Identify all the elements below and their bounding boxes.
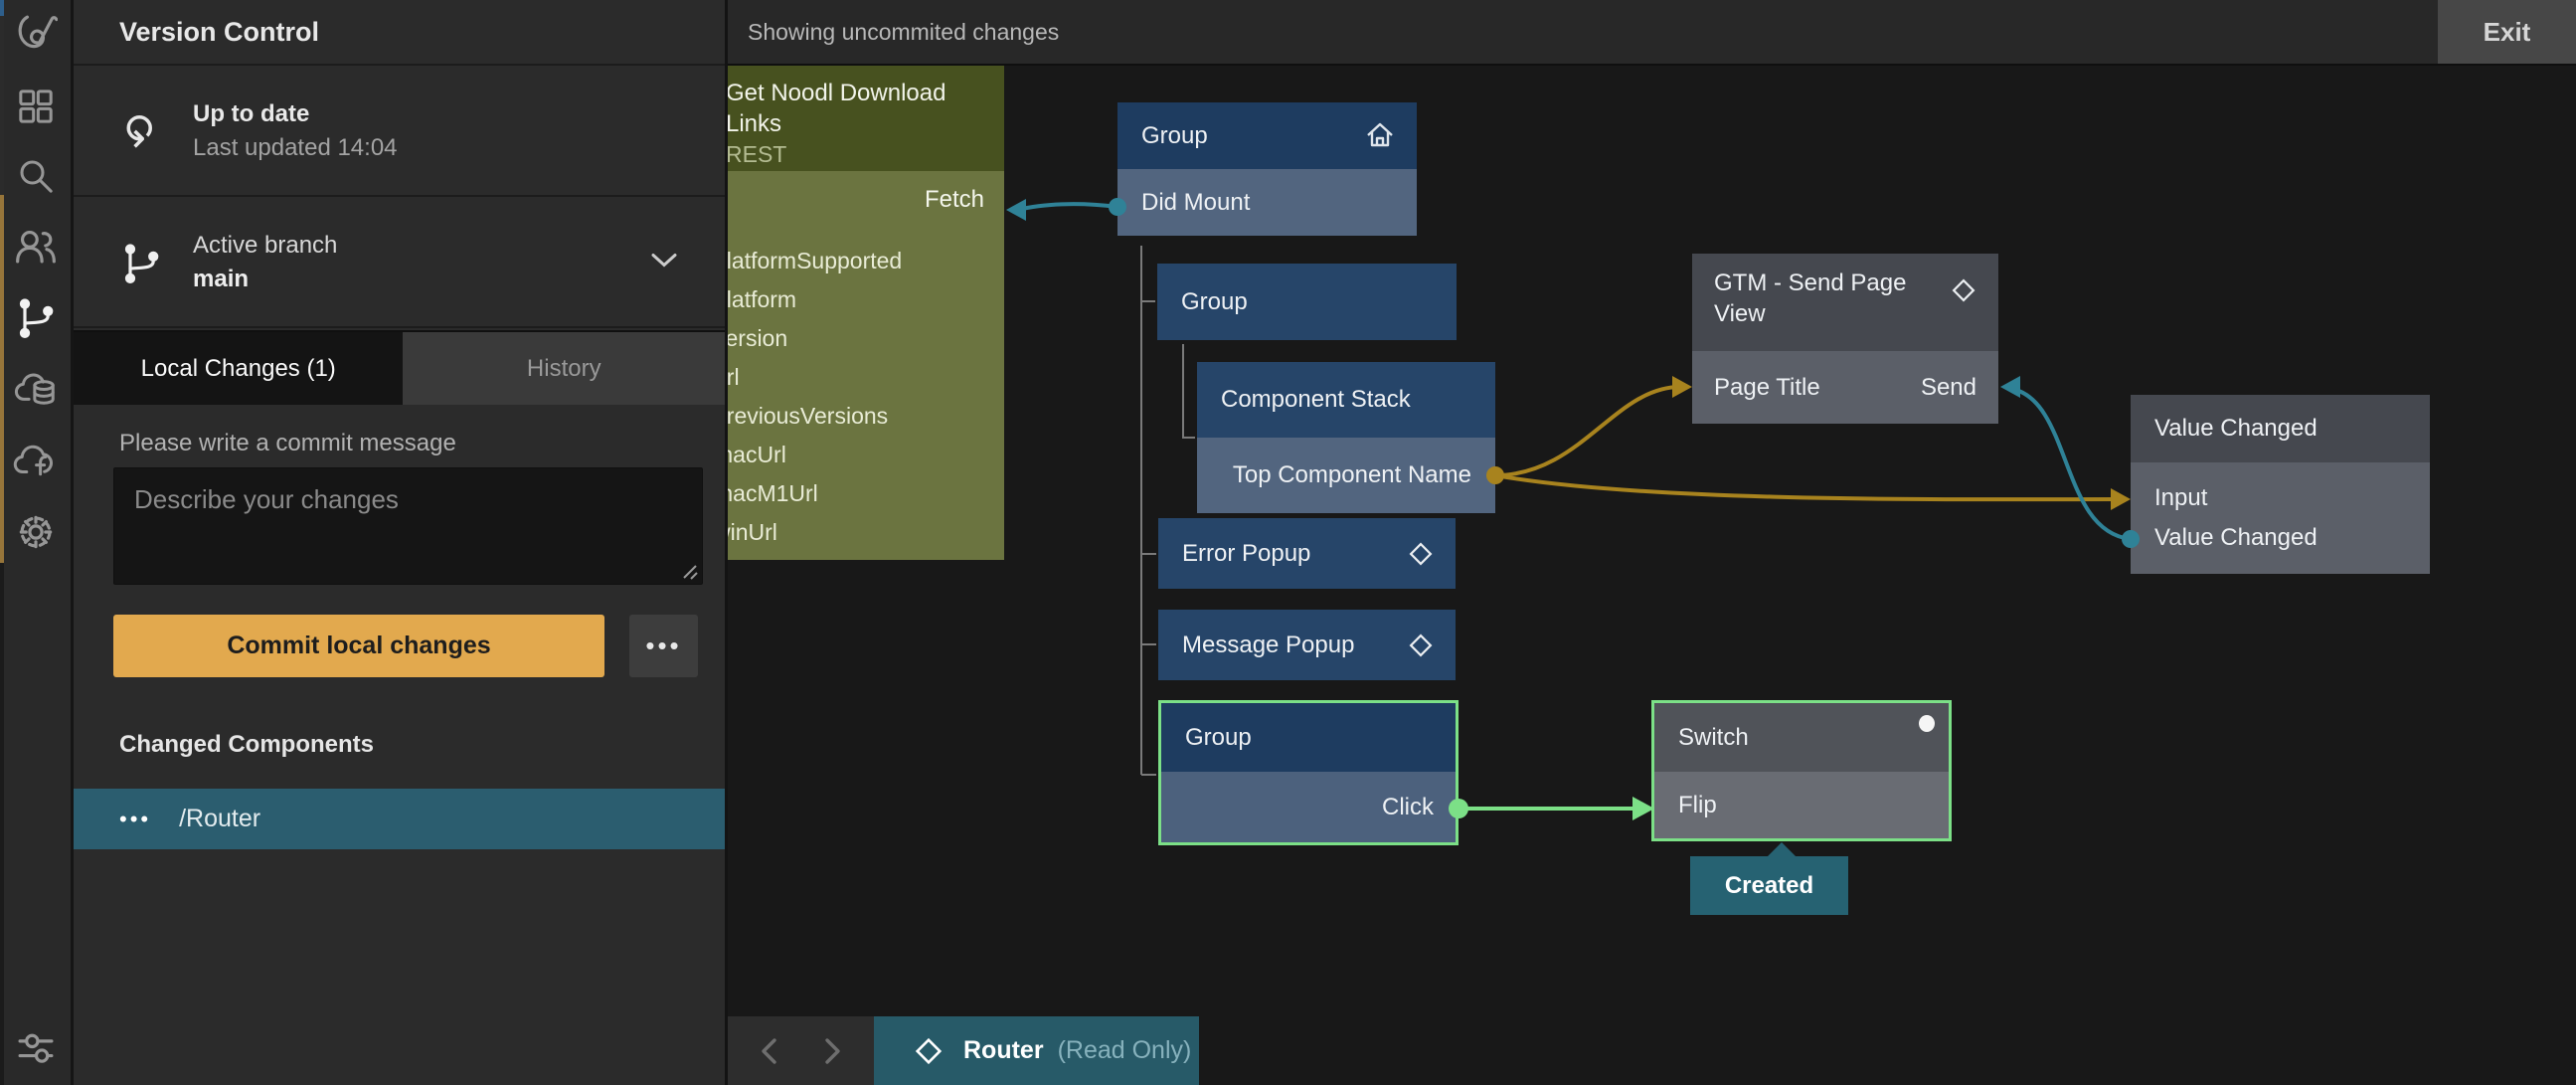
node-subtitle: REST (728, 141, 787, 167)
cloud-functions-icon[interactable] (13, 438, 59, 483)
window-edge-strip (0, 0, 4, 1085)
component-tab-readonly: (Read Only) (1057, 1036, 1192, 1064)
exit-button[interactable]: Exit (2438, 0, 2576, 64)
node-group-root[interactable]: Group Did Mount (1117, 102, 1417, 236)
port-macUrl[interactable]: macUrl (728, 442, 786, 467)
nav-strip (728, 1016, 874, 1085)
port-url[interactable]: url (728, 364, 740, 390)
component-diamond-icon (1409, 542, 1433, 565)
sync-status: Up to date (193, 100, 310, 127)
nav-forward-icon[interactable] (812, 1031, 852, 1071)
node-title: Value Changed (2154, 415, 2318, 442)
active-branch-name: main (193, 266, 250, 292)
node-message-popup[interactable]: Message Popup (1158, 610, 1456, 680)
port-platform[interactable]: platform (728, 286, 797, 312)
port-page-title[interactable]: Page Title (1714, 373, 1820, 401)
port-value-changed[interactable]: Value Changed (2154, 524, 2318, 551)
node-group-selected[interactable]: Group Click (1158, 700, 1459, 845)
port-fetch[interactable]: Fetch (924, 186, 984, 213)
wire-valuechanged-to-send[interactable] (2000, 376, 2140, 548)
wire-topcomponent-to-pagetitle[interactable] (1494, 376, 1692, 477)
canvas-bottom-bar: Router (Read Only) (728, 1016, 1199, 1085)
open-component-tab-router[interactable]: Router (Read Only) (874, 1016, 1199, 1085)
component-diamond-icon (1952, 278, 1975, 302)
node-title: Error Popup (1182, 539, 1311, 567)
active-branch-label: Active branch (193, 232, 338, 259)
port-did-mount[interactable]: Did Mount (1117, 169, 1417, 236)
port-click[interactable]: Click (1161, 772, 1456, 842)
nav-back-icon[interactable] (750, 1031, 789, 1071)
noodl-logo-icon[interactable] (13, 10, 59, 56)
commit-button[interactable]: Commit local changes (113, 615, 604, 677)
collaboration-users-icon[interactable] (13, 223, 59, 269)
uncommitted-status-text: Showing uncommited changes (748, 18, 1060, 45)
sync-status-section[interactable]: ⟳ Up to date Last updated 14:04 (74, 68, 725, 197)
version-control-branch-icon[interactable] (13, 294, 59, 340)
wire-click-to-flip[interactable] (1449, 797, 1654, 820)
wire-didmount-to-fetch[interactable] (1006, 198, 1126, 221)
port-winUrl[interactable]: winUrl (728, 519, 777, 545)
port-previousVersions[interactable]: previousVersions (728, 403, 889, 429)
port-top-component-name[interactable]: Top Component Name (1197, 438, 1495, 513)
commit-message-box (113, 467, 703, 585)
node-rest-get-noodl-download-links[interactable]: Get Noodl Download Links REST Fetch plat… (728, 66, 1004, 560)
chevron-down-icon[interactable] (647, 250, 681, 276)
side-toolbar (0, 0, 74, 1085)
tab-history[interactable]: History (403, 332, 725, 405)
changed-component-row[interactable]: ••• /Router (74, 789, 725, 849)
tab-local-changes[interactable]: Local Changes (1) (74, 332, 404, 405)
created-tooltip: Created (1690, 842, 1848, 915)
wire-topcomponent-to-input[interactable] (1486, 466, 2131, 510)
port-macM1Url[interactable]: macM1Url (728, 480, 818, 506)
node-status-dot (1919, 715, 1935, 732)
node-title: Group (1141, 121, 1208, 149)
node-gtm-send-page-view[interactable]: GTM - Send Page View Page Title Send (1692, 254, 1998, 424)
node-component-stack[interactable]: Component Stack Top Component Name (1197, 362, 1495, 513)
node-title: Switch (1678, 723, 1749, 751)
cloud-data-icon[interactable] (13, 366, 59, 412)
panel-header: Version Control (74, 0, 725, 66)
node-title: Group (1185, 723, 1252, 751)
commit-message-input[interactable] (114, 468, 702, 584)
home-icon (1367, 122, 1393, 147)
node-group-2[interactable]: Group (1157, 264, 1457, 340)
component-tab-name: Router (963, 1036, 1044, 1064)
panel-tabs: Local Changes (1) History (74, 330, 725, 405)
node-title: Group (1181, 287, 1248, 315)
node-title: Get Noodl Download (728, 80, 946, 106)
commit-more-button[interactable]: ••• (629, 615, 698, 677)
node-value-changed[interactable]: Value Changed Input Value Changed (2131, 395, 2430, 574)
port-flip[interactable]: Flip (1654, 772, 1949, 838)
components-grid-icon[interactable] (13, 84, 59, 129)
component-diamond-icon (1409, 633, 1433, 656)
canvas-topbar: Showing uncommited changes Exit (728, 0, 2576, 66)
editor-settings-sliders-icon[interactable] (13, 1024, 59, 1070)
node-title: GTM - Send Page View (1714, 270, 1907, 327)
node-title: Message Popup (1182, 631, 1355, 658)
node-switch[interactable]: Switch Flip (1651, 700, 1952, 841)
port-send[interactable]: Send (1920, 373, 1976, 401)
refresh-icon[interactable]: ⟳ (116, 113, 164, 149)
commit-message-prompt: Please write a commit message (119, 430, 456, 456)
component-diamond-icon (915, 1037, 943, 1064)
settings-gear-icon[interactable] (13, 509, 59, 555)
sync-last-updated: Last updated 14:04 (193, 134, 398, 161)
changed-components-heading: Changed Components (119, 731, 374, 758)
port-version[interactable]: version (728, 325, 788, 351)
panel-title: Version Control (119, 16, 320, 47)
port-input[interactable]: Input (2154, 484, 2208, 511)
branch-icon (117, 239, 165, 286)
node-error-popup[interactable]: Error Popup (1158, 518, 1456, 589)
active-branch-section[interactable]: Active branch main (74, 199, 725, 328)
node-title: Component Stack (1221, 386, 1411, 413)
component-dots-icon: ••• (119, 806, 152, 831)
version-control-panel: Version Control ⟳ Up to date Last update… (74, 0, 728, 1085)
port-platformSupported[interactable]: platformSupported (728, 248, 903, 273)
node-canvas[interactable]: Showing uncommited changes Exit Get Nood… (728, 0, 2576, 1085)
changed-component-name: /Router (179, 805, 261, 832)
search-icon[interactable] (13, 153, 59, 199)
